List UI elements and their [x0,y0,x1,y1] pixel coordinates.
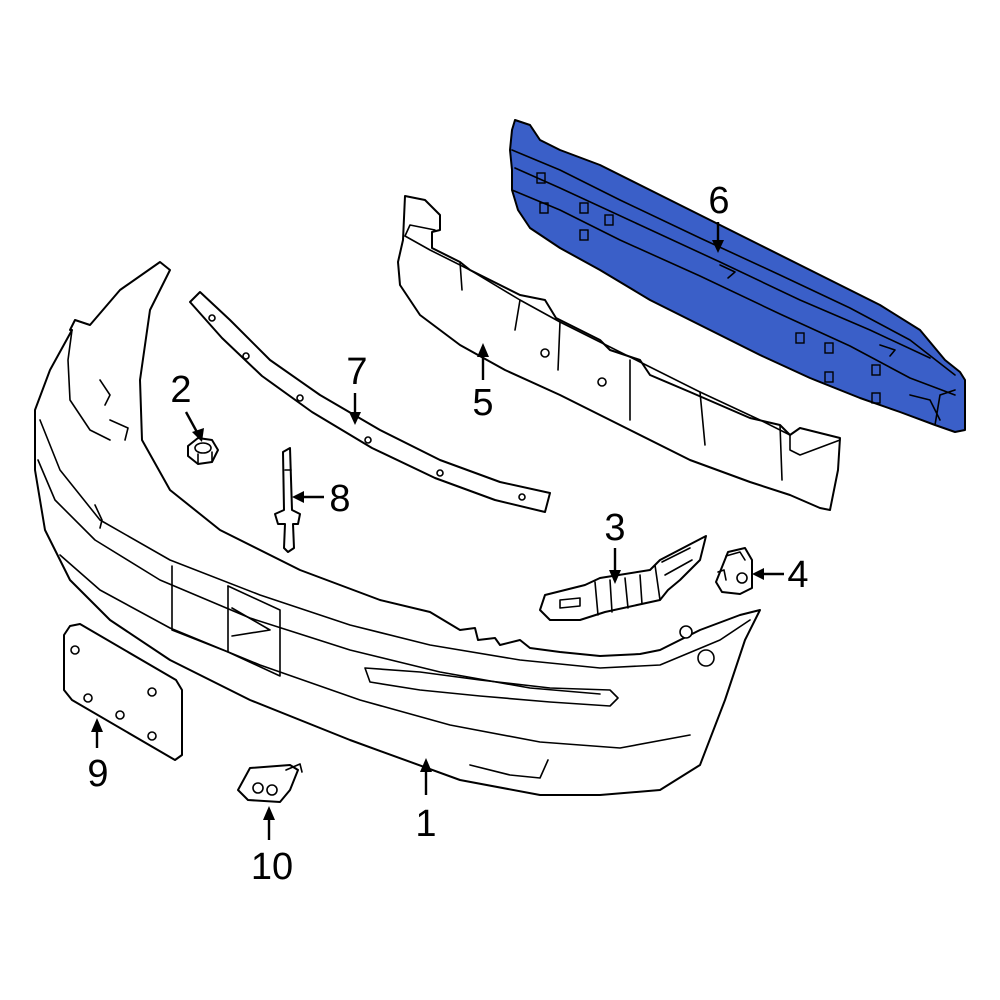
callout-3: 3 [604,507,626,584]
callout-label-2: 2 [170,369,191,411]
energy-absorber-part[interactable] [397,195,841,511]
callout-2: 2 [170,369,204,442]
callout-label-4: 4 [787,554,808,596]
callout-7: 7 [346,351,368,425]
callout-6: 6 [708,180,730,253]
callout-label-10: 10 [251,846,293,888]
callout-label-3: 3 [604,507,625,549]
callout-label-5: 5 [472,382,493,424]
callout-8: 8 [292,478,351,520]
bumper-cover-part[interactable] [34,261,761,796]
retainer-part[interactable] [237,763,303,803]
bumper-reinforcement-part[interactable] [509,119,966,433]
callout-4: 4 [752,554,809,596]
callout-label-6: 6 [708,180,729,222]
callout-10: 10 [251,806,293,888]
callout-5: 5 [472,343,494,424]
callout-1: 1 [415,758,437,845]
seal-strip-part[interactable] [189,291,551,513]
callout-label-7: 7 [346,351,367,393]
clip-part[interactable] [715,547,753,595]
license-plate-bracket-part[interactable] [63,623,183,761]
callout-label-1: 1 [415,803,436,845]
nut-part[interactable] [187,437,219,465]
callout-label-8: 8 [329,478,350,520]
callout-label-9: 9 [87,753,108,795]
callout-9: 9 [87,718,109,795]
push-pin-part[interactable] [274,447,301,553]
